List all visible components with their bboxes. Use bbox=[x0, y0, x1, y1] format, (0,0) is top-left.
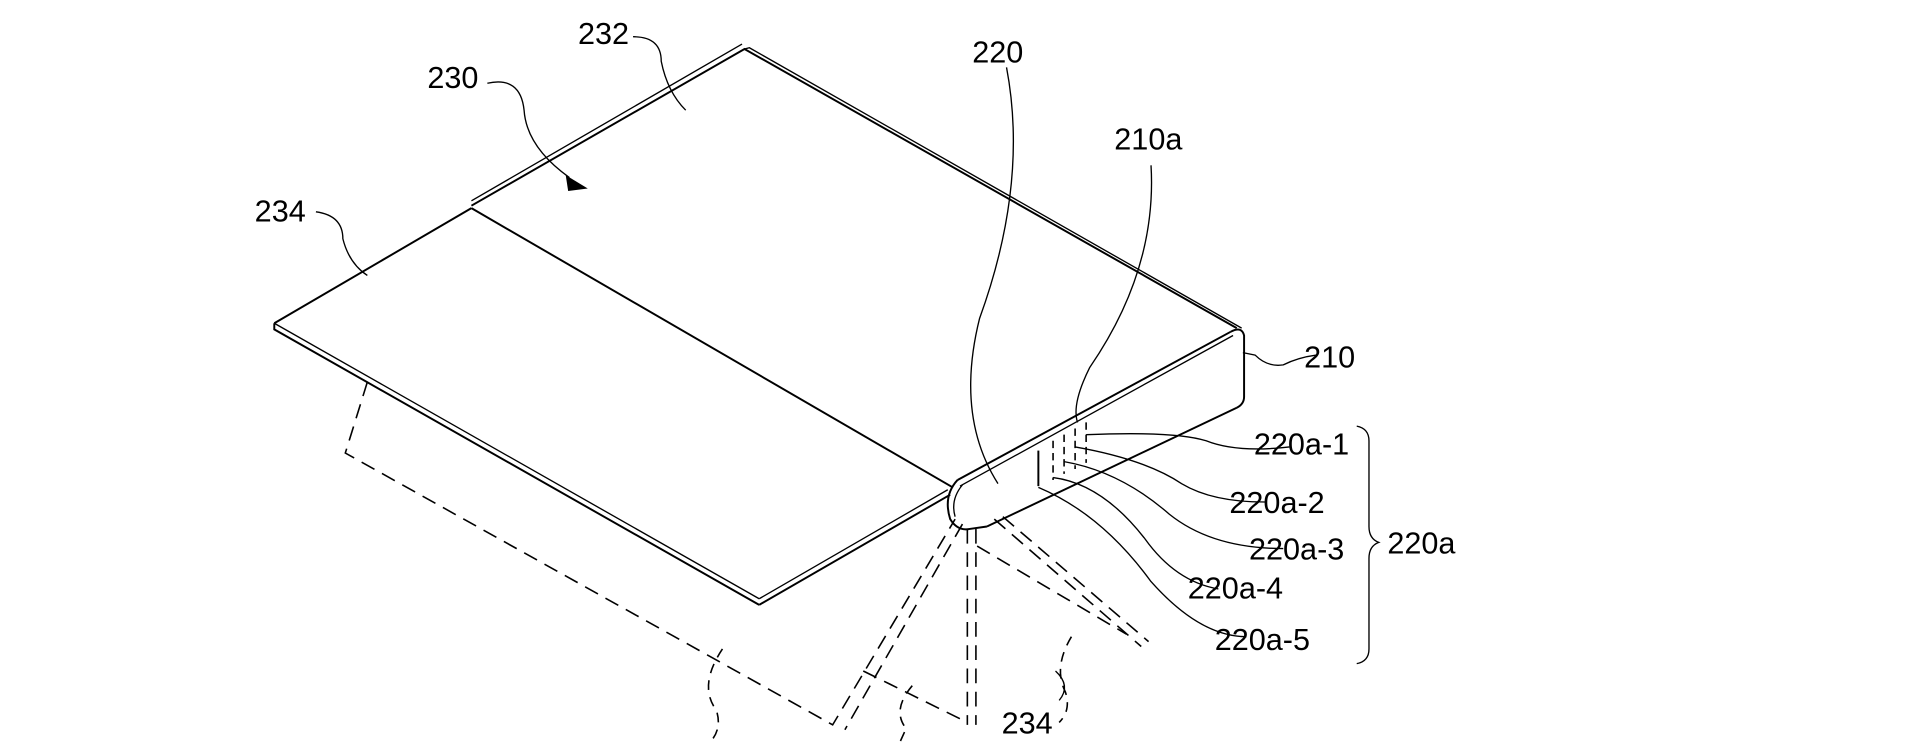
label-232: 232 bbox=[578, 17, 629, 51]
label-210a: 210a bbox=[1114, 122, 1183, 156]
device-outline bbox=[273, 43, 1246, 606]
label-220a: 220a bbox=[1387, 526, 1456, 560]
label-220a-2: 220a-2 bbox=[1229, 486, 1324, 520]
label-210: 210 bbox=[1304, 340, 1355, 374]
label-230: 230 bbox=[427, 61, 478, 95]
label-220a-3: 220a-3 bbox=[1249, 533, 1344, 567]
reference-labels: 232 230 234 220 210a 210 220a-1 220a-2 2… bbox=[255, 17, 1457, 740]
label-234-folded: 234 bbox=[1002, 706, 1053, 740]
leader-lines bbox=[315, 36, 1381, 701]
label-220a-1: 220a-1 bbox=[1254, 427, 1349, 461]
arrow-icon bbox=[565, 175, 588, 192]
label-220a-4: 220a-4 bbox=[1188, 572, 1283, 606]
label-220: 220 bbox=[972, 35, 1023, 69]
label-220a-5: 220a-5 bbox=[1215, 623, 1310, 657]
label-234: 234 bbox=[255, 195, 306, 229]
folded-position-dashed bbox=[344, 381, 1150, 742]
